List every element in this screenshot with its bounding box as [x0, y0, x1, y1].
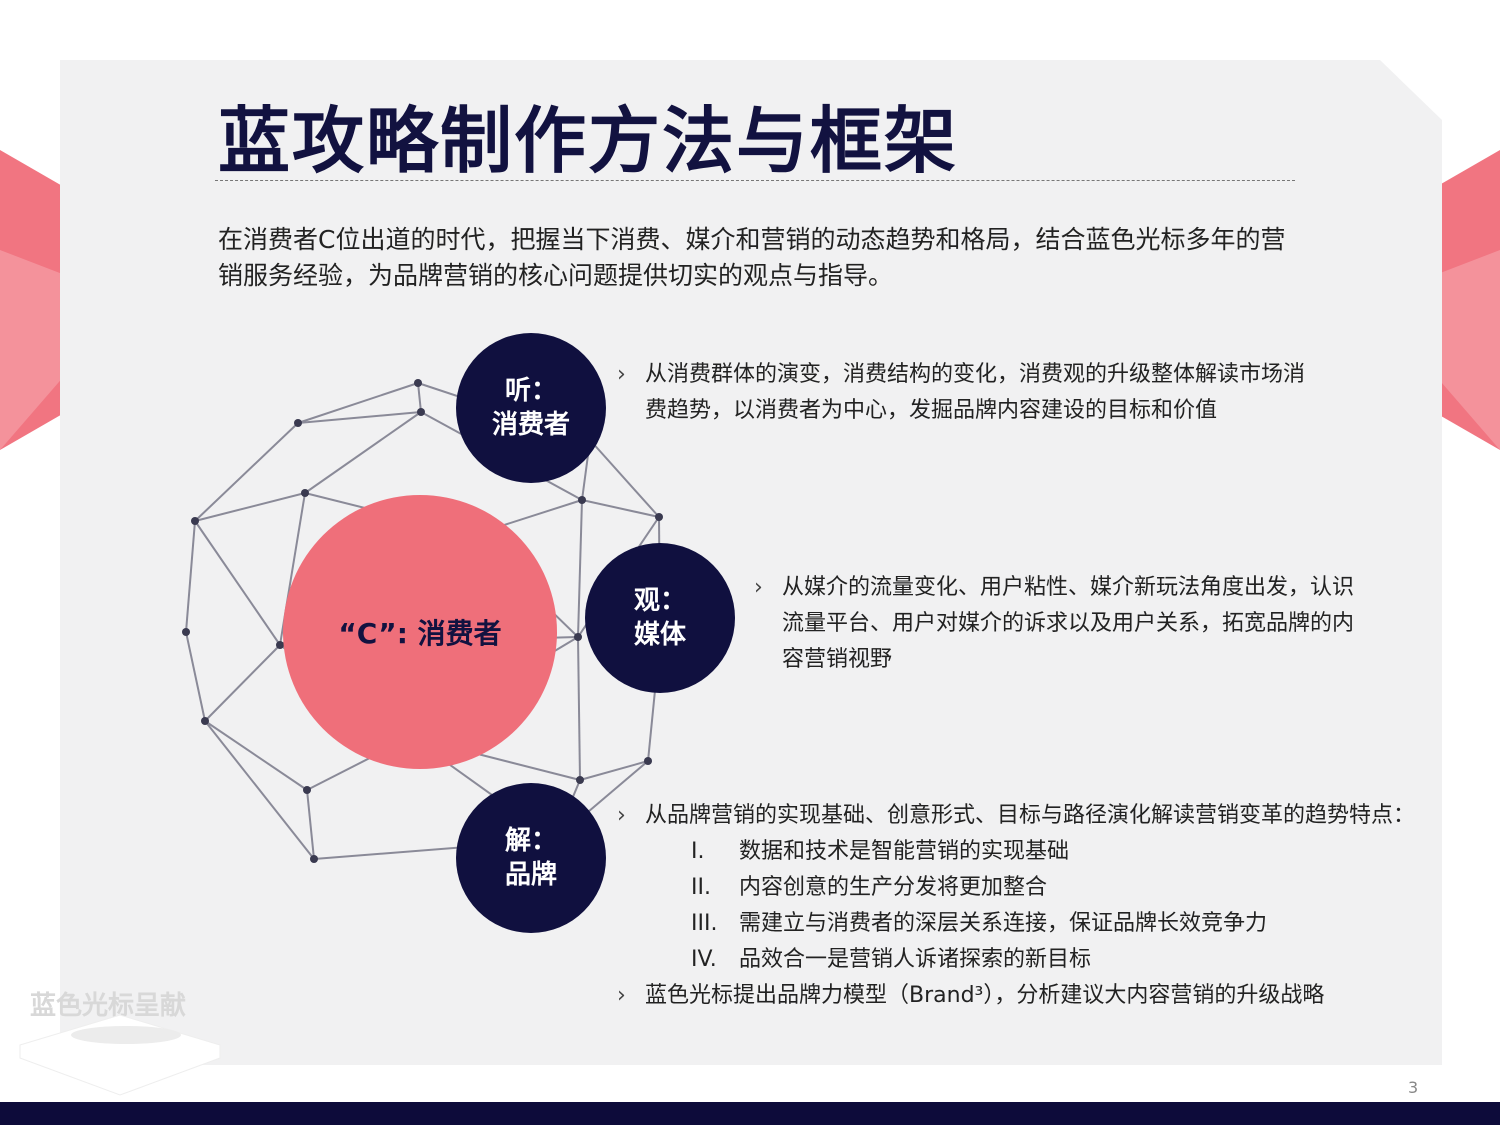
node-solve: 解： 品牌 — [456, 783, 606, 933]
network-edge — [194, 520, 281, 646]
network-edge — [417, 382, 422, 413]
network-edge — [304, 411, 422, 494]
page-title: 蓝攻略制作方法与框架 — [218, 99, 959, 183]
network-node — [310, 855, 318, 863]
footer-bar — [0, 1102, 1500, 1125]
network-node — [576, 776, 584, 784]
core-circle: “C”: 消费者 — [283, 495, 557, 769]
network-node — [191, 517, 199, 525]
sub-item: II. 内容创意的生产分发将更加整合 — [691, 870, 1415, 906]
sub-num: I. — [691, 839, 705, 864]
bullet-icon: › — [617, 362, 626, 387]
node-view: 观： 媒体 — [585, 543, 735, 693]
sub-text: 内容创意的生产分发将更加整合 — [739, 875, 1048, 900]
network-node — [417, 408, 425, 416]
node-listen: 听： 消费者 — [456, 333, 606, 483]
bullet-text: 从媒介的流量变化、用户粘性、媒介新玩法角度出发，认识流量平台、用户对媒介的诉求以… — [782, 575, 1355, 672]
network-edge — [204, 720, 308, 791]
network-edge — [185, 520, 196, 633]
bullet-listen: › 从消费群体的演变，消费结构的变化，消费观的升级整体解读市场消费趋势，以消费者为… — [617, 357, 1306, 429]
sub-num: IV. — [691, 947, 717, 972]
sub-text: 数据和技术是智能营销的实现基础 — [739, 839, 1070, 864]
node-label: 消费者 — [491, 410, 570, 440]
bullet-text: 从消费群体的演变，消费结构的变化，消费观的升级整体解读市场消费趋势，以消费者为中… — [645, 362, 1306, 423]
network-edge — [581, 499, 660, 518]
network-node — [301, 489, 309, 497]
bullet-text: 蓝色光标提出品牌力模型（Brand³），分析建议大内容营销的升级战略 — [645, 983, 1325, 1008]
network-edge — [204, 720, 315, 860]
content-panel — [60, 60, 1442, 1065]
intro-text: 在消费者C位出道的时代，把握当下消费、媒介和营销的动态趋势和格局，结合蓝色光标多… — [218, 225, 1286, 290]
network-edge — [306, 789, 315, 860]
bullet-icon: › — [754, 575, 763, 600]
network-edge — [589, 439, 660, 518]
network-edge — [204, 644, 281, 722]
network-node — [294, 419, 302, 427]
network-edge — [577, 499, 583, 638]
sub-item: III. 需建立与消费者的深层关系连接，保证品牌长效竞争力 — [691, 906, 1415, 942]
network-edge — [579, 760, 649, 781]
network-edge — [194, 422, 299, 522]
node-label: 品牌 — [504, 860, 557, 890]
network-edge — [297, 382, 419, 424]
network-edge — [185, 631, 206, 722]
network-node — [201, 717, 209, 725]
node-label: 观： — [633, 586, 686, 616]
bullet-text: 从品牌营销的实现基础、创意形式、目标与路径演化解读营销变革的趋势特点： — [645, 803, 1416, 828]
sub-item: I. 数据和技术是智能营销的实现基础 — [691, 834, 1415, 870]
divider — [215, 180, 1295, 181]
sub-num: II. — [691, 875, 711, 900]
page-number: 3 — [1408, 1078, 1419, 1097]
network-edge — [297, 411, 422, 424]
network-edge — [194, 492, 306, 522]
bullet-solve: › 从品牌营销的实现基础、创意形式、目标与路径演化解读营销变革的趋势特点： I. 数… — [617, 798, 1416, 1014]
bullet-icon: › — [617, 983, 626, 1008]
sub-text: 需建立与消费者的深层关系连接，保证品牌长效竞争力 — [739, 911, 1268, 936]
network-node — [574, 633, 582, 641]
bullet-view: › 从媒介的流量变化、用户粘性、媒介新玩法角度出发，认识流量平台、用户对媒介的诉求… — [754, 570, 1372, 678]
network-edge — [577, 636, 581, 781]
network-node — [276, 641, 284, 649]
node-label: 听： — [504, 376, 557, 406]
network-node — [182, 628, 190, 636]
sub-text: 品效合一是营销人诉诸探索的新目标 — [739, 947, 1092, 972]
node-label: 媒体 — [633, 620, 686, 650]
sub-num: III. — [691, 911, 718, 936]
sub-item: IV. 品效合一是营销人诉诸探索的新目标 — [691, 942, 1415, 978]
network-node — [414, 379, 422, 387]
network-node — [578, 496, 586, 504]
bullet-icon: › — [617, 803, 626, 828]
watermark: 蓝色光标呈献 — [30, 991, 187, 1021]
network-node — [655, 513, 663, 521]
network-node — [303, 786, 311, 794]
node-label: 解： — [504, 826, 557, 856]
network-node — [644, 757, 652, 765]
watermark-platform — [19, 1014, 221, 1096]
